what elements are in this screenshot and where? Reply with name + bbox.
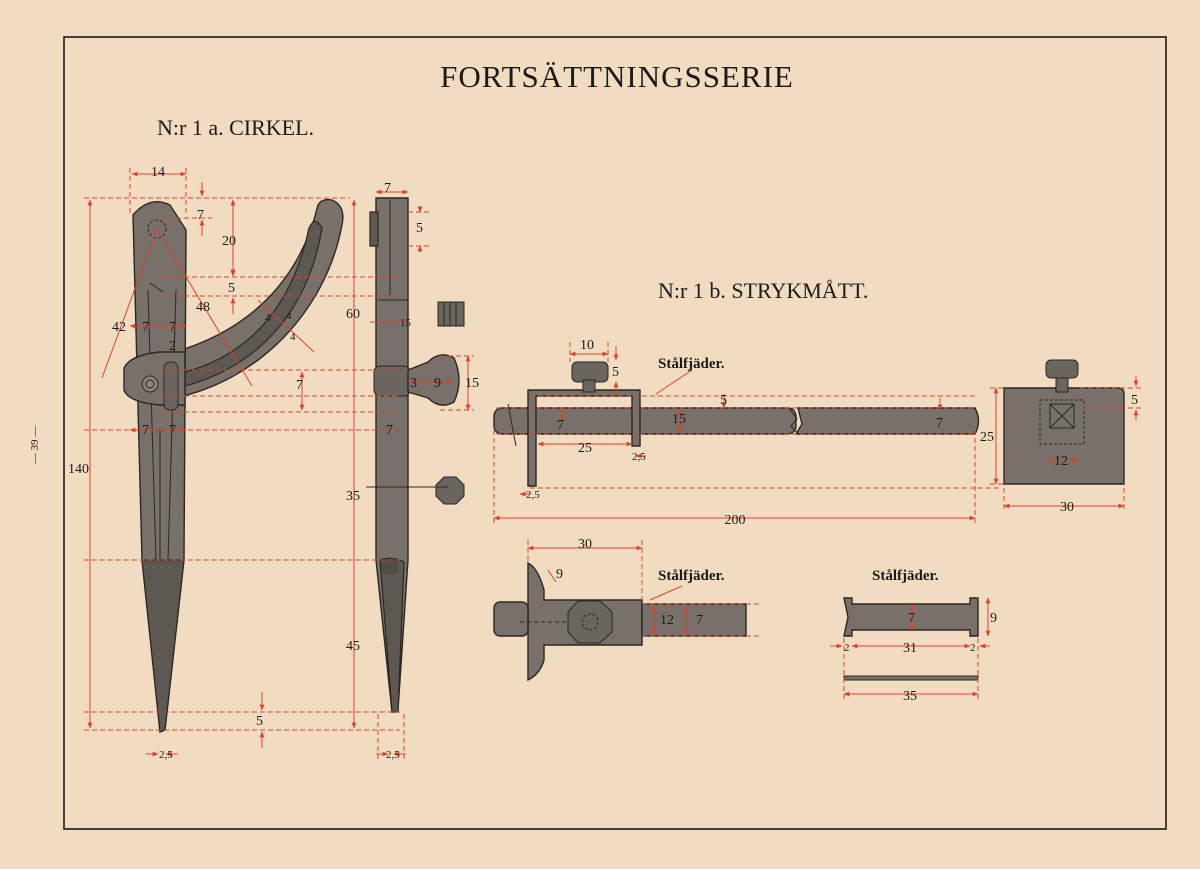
dim-label: 7 xyxy=(169,423,176,438)
dim-label: 35 xyxy=(346,489,360,504)
dim-label: 5 xyxy=(416,221,423,236)
dim-label: 25 xyxy=(578,441,592,456)
dimension-lines xyxy=(84,168,1144,760)
compass-front-view xyxy=(123,198,344,733)
dim-label: 30 xyxy=(578,537,592,552)
dim-label: 31 xyxy=(903,641,917,656)
dim-label: 4 xyxy=(265,312,271,324)
dim-label: 9 xyxy=(990,611,997,626)
frame-border xyxy=(63,36,1167,830)
dim-label: 9 xyxy=(434,376,441,391)
dim-label: 35 xyxy=(903,689,917,704)
dim-label: 15 xyxy=(465,376,479,391)
dim-label: 5 xyxy=(228,281,235,296)
dim-label: 20 xyxy=(222,234,236,249)
dim-label: 2 xyxy=(844,642,850,654)
dim-label: 7 xyxy=(142,423,149,438)
dim-label: 5 xyxy=(720,393,727,408)
dim-label: 45 xyxy=(346,639,360,654)
dim-label: 15 xyxy=(672,412,686,427)
page-title: FORTSÄTTNINGSSERIE xyxy=(440,59,794,94)
dim-label: 15 xyxy=(400,317,412,329)
dim-label: 7 xyxy=(384,181,391,196)
dim-label: 9 xyxy=(556,567,563,582)
dim-label: 42 xyxy=(112,320,126,335)
dim-label: 2 xyxy=(970,642,976,654)
dim-label: 25 xyxy=(980,430,994,445)
note-steel-spring-1: Stålfjäder. xyxy=(658,356,725,372)
dim-label: 30 xyxy=(1060,500,1074,515)
dim-label: 7 xyxy=(142,320,149,335)
dim-label: 2,5 xyxy=(526,489,540,501)
dim-label: 7 xyxy=(908,611,915,626)
dim-label: 12 xyxy=(660,613,674,628)
dim-label: 7 xyxy=(296,378,303,393)
dim-label: 12 xyxy=(1054,454,1068,469)
dim-label: 7 xyxy=(557,418,564,433)
dim-label: 5 xyxy=(256,714,263,729)
dim-label: 4 xyxy=(290,331,296,343)
note-steel-spring-2: Stålfjäder. xyxy=(658,568,725,584)
dim-label: 3 xyxy=(410,376,417,391)
dim-label: 140 xyxy=(68,462,89,477)
dim-label: 48 xyxy=(196,300,210,315)
note-steel-spring-3: Stålfjäder. xyxy=(872,568,939,584)
dim-label: 7 xyxy=(197,208,204,223)
dim-label: 2,5 xyxy=(159,749,173,761)
dim-label: 4 xyxy=(286,310,292,322)
dim-label: 7 xyxy=(696,613,703,628)
dim-label: 60 xyxy=(346,307,360,322)
marking-gauge-top xyxy=(493,361,980,487)
page-number: — 39 — xyxy=(29,425,41,466)
dim-label: 7 xyxy=(169,320,176,335)
dim-label: 5 xyxy=(612,365,619,380)
dim-label: 2,5 xyxy=(386,749,400,761)
dimension-labels: 14 7 20 5 48 42 7 7 2 4 4 4 7 7 7 140 5 … xyxy=(68,165,1138,761)
marking-gauge-detail xyxy=(493,561,747,682)
section-title-strykmatt: N:r 1 b. STRYKMÅTT. xyxy=(658,278,868,303)
dim-label: 14 xyxy=(151,165,165,180)
marking-gauge-end-view xyxy=(1003,359,1125,485)
dim-label: 7 xyxy=(386,423,393,438)
dim-label: 5 xyxy=(1131,393,1138,408)
section-title-cirkel: N:r 1 a. CIRKEL. xyxy=(157,115,314,140)
dim-label: 200 xyxy=(725,513,746,528)
compass-side-view xyxy=(366,197,465,713)
dim-label: 2 xyxy=(169,339,176,354)
dim-label: 10 xyxy=(580,338,594,353)
dim-label: 7 xyxy=(936,416,943,431)
dim-label: 2,5 xyxy=(632,451,646,463)
